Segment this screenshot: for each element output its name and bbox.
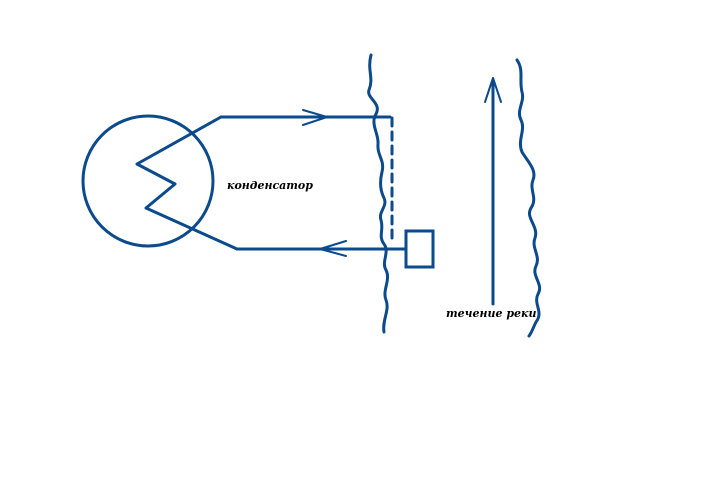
condenser-shell <box>81 114 215 248</box>
intake-flow-arrowhead <box>302 109 328 126</box>
condenser-coil <box>135 115 239 251</box>
return-flow-arrowhead <box>319 240 347 257</box>
condenser-label: конденсатор <box>227 179 313 192</box>
return-pipe <box>235 229 435 269</box>
river-bank-right <box>515 58 542 338</box>
outlet-box <box>404 229 435 269</box>
intake-pipe <box>219 109 394 246</box>
river-flow-arrow <box>484 77 502 306</box>
river-flow-arrowhead <box>484 77 502 103</box>
river-flow-label: течение реки <box>446 307 536 320</box>
condenser <box>81 114 239 251</box>
river-bank-left <box>367 53 390 334</box>
